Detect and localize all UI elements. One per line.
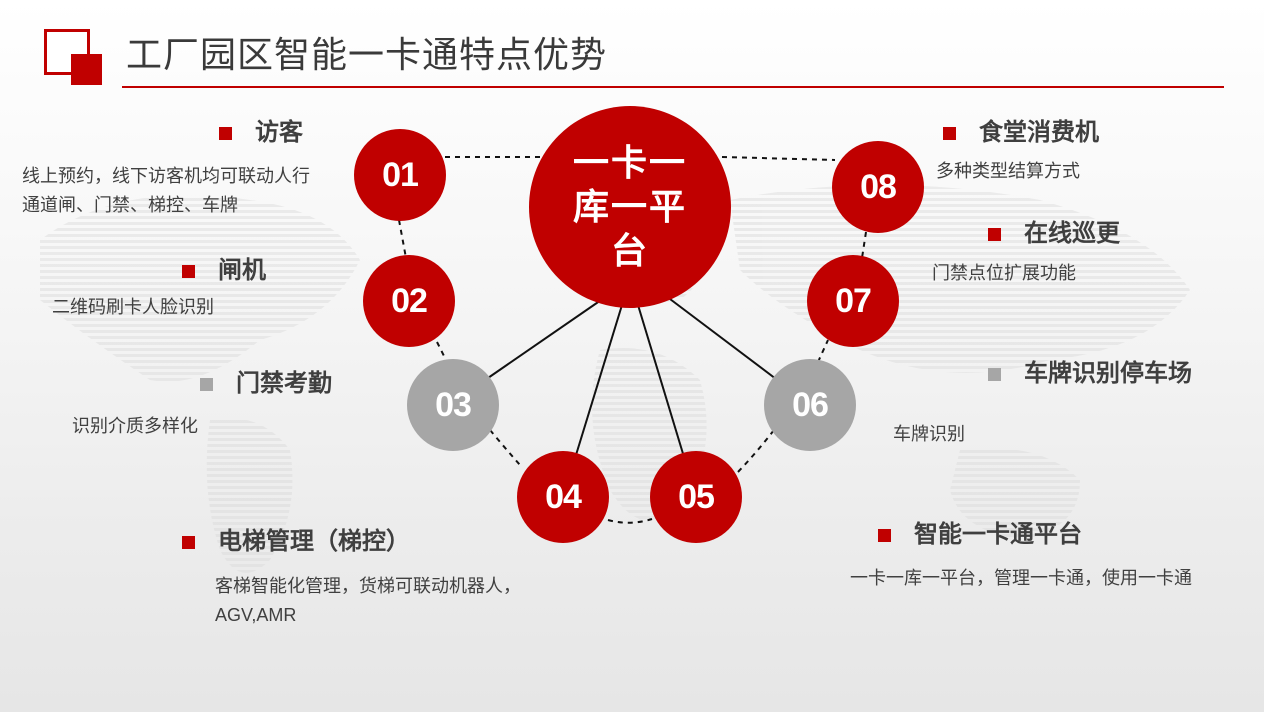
node-03: 03 [407, 359, 499, 451]
feature-label: 闸机 [218, 257, 266, 284]
feature-label: 电梯管理（梯控） [218, 528, 410, 555]
spoke-line [487, 297, 605, 379]
dashed-arc [607, 518, 653, 524]
logo-inner-square [71, 54, 102, 85]
feature-canteen: 食堂消费机 [943, 118, 1099, 148]
feature-desc-canteen: 多种类型结算方式 [936, 161, 1080, 181]
feature-label: 智能一卡通平台 [914, 521, 1082, 548]
node-number: 05 [678, 477, 715, 516]
feature-label: 访客 [255, 119, 303, 146]
feature-desc-gate: 二维码刷卡人脸识别 [52, 297, 214, 317]
feature-platform: 智能一卡通平台 [878, 520, 1082, 550]
node-05: 05 [650, 451, 742, 543]
center-node: 一卡一 库一平 台 [529, 106, 731, 308]
node-number: 04 [545, 477, 582, 516]
page-title: 工厂园区智能一卡通特点优势 [126, 34, 608, 75]
feature-gate: 闸机 [182, 256, 266, 286]
dashed-arc [861, 231, 867, 259]
node-08: 08 [832, 141, 924, 233]
feature-parking: 车牌识别停车场 [988, 359, 1192, 389]
node-number: 03 [435, 385, 472, 424]
spoke-line [665, 295, 781, 383]
bullet-square [943, 126, 956, 140]
feature-access-attendance: 门禁考勤 [200, 369, 332, 399]
feature-desc-access-attendance: 识别介质多样化 [72, 416, 198, 436]
node-number: 08 [860, 167, 897, 206]
feature-desc-visitor: 线上预约，线下访客机均可联动人行 通道闸、门禁、梯控、车牌 [22, 166, 310, 215]
feature-elevator: 电梯管理（梯控） [182, 527, 410, 557]
bullet-square [219, 126, 232, 140]
feature-label: 食堂消费机 [979, 119, 1099, 146]
bullet-square [182, 264, 195, 278]
spoke-line [575, 304, 623, 456]
dashed-arc [737, 429, 775, 473]
bullet-square [200, 377, 213, 391]
node-number: 01 [382, 155, 419, 194]
dashed-arc [721, 156, 836, 161]
node-07: 07 [807, 255, 899, 347]
dashed-arc [817, 339, 829, 363]
center-label: 一卡一 库一平 台 [572, 142, 687, 271]
feature-label: 门禁考勤 [236, 370, 332, 397]
node-number: 07 [835, 281, 872, 320]
node-06: 06 [764, 359, 856, 451]
node-number: 06 [792, 385, 829, 424]
feature-patrol: 在线巡更 [988, 219, 1120, 249]
dashed-arc [489, 429, 521, 466]
spoke-line [637, 304, 685, 458]
feature-desc-elevator: 客梯智能化管理，货梯可联动机器人， AGV,AMR [215, 576, 521, 625]
node-02: 02 [363, 255, 455, 347]
bullet-square [878, 528, 891, 542]
feature-desc-parking: 车牌识别 [893, 424, 965, 444]
logo-mark [44, 29, 102, 85]
node-01: 01 [354, 129, 446, 221]
feature-label: 车牌识别停车场 [1024, 360, 1192, 387]
feature-visitor: 访客 [219, 118, 303, 148]
feature-label: 在线巡更 [1024, 220, 1120, 247]
feature-desc-patrol: 门禁点位扩展功能 [932, 263, 1076, 283]
dashed-arc [436, 341, 448, 363]
dashed-arc [398, 219, 407, 259]
feature-desc-platform: 一卡一库一平台，管理一卡通，使用一卡通 [850, 568, 1192, 588]
bullet-square [988, 367, 1001, 381]
bullet-square [988, 227, 1001, 241]
title-underline [122, 86, 1224, 88]
bullet-square [182, 535, 195, 549]
node-04: 04 [517, 451, 609, 543]
node-number: 02 [391, 281, 428, 320]
